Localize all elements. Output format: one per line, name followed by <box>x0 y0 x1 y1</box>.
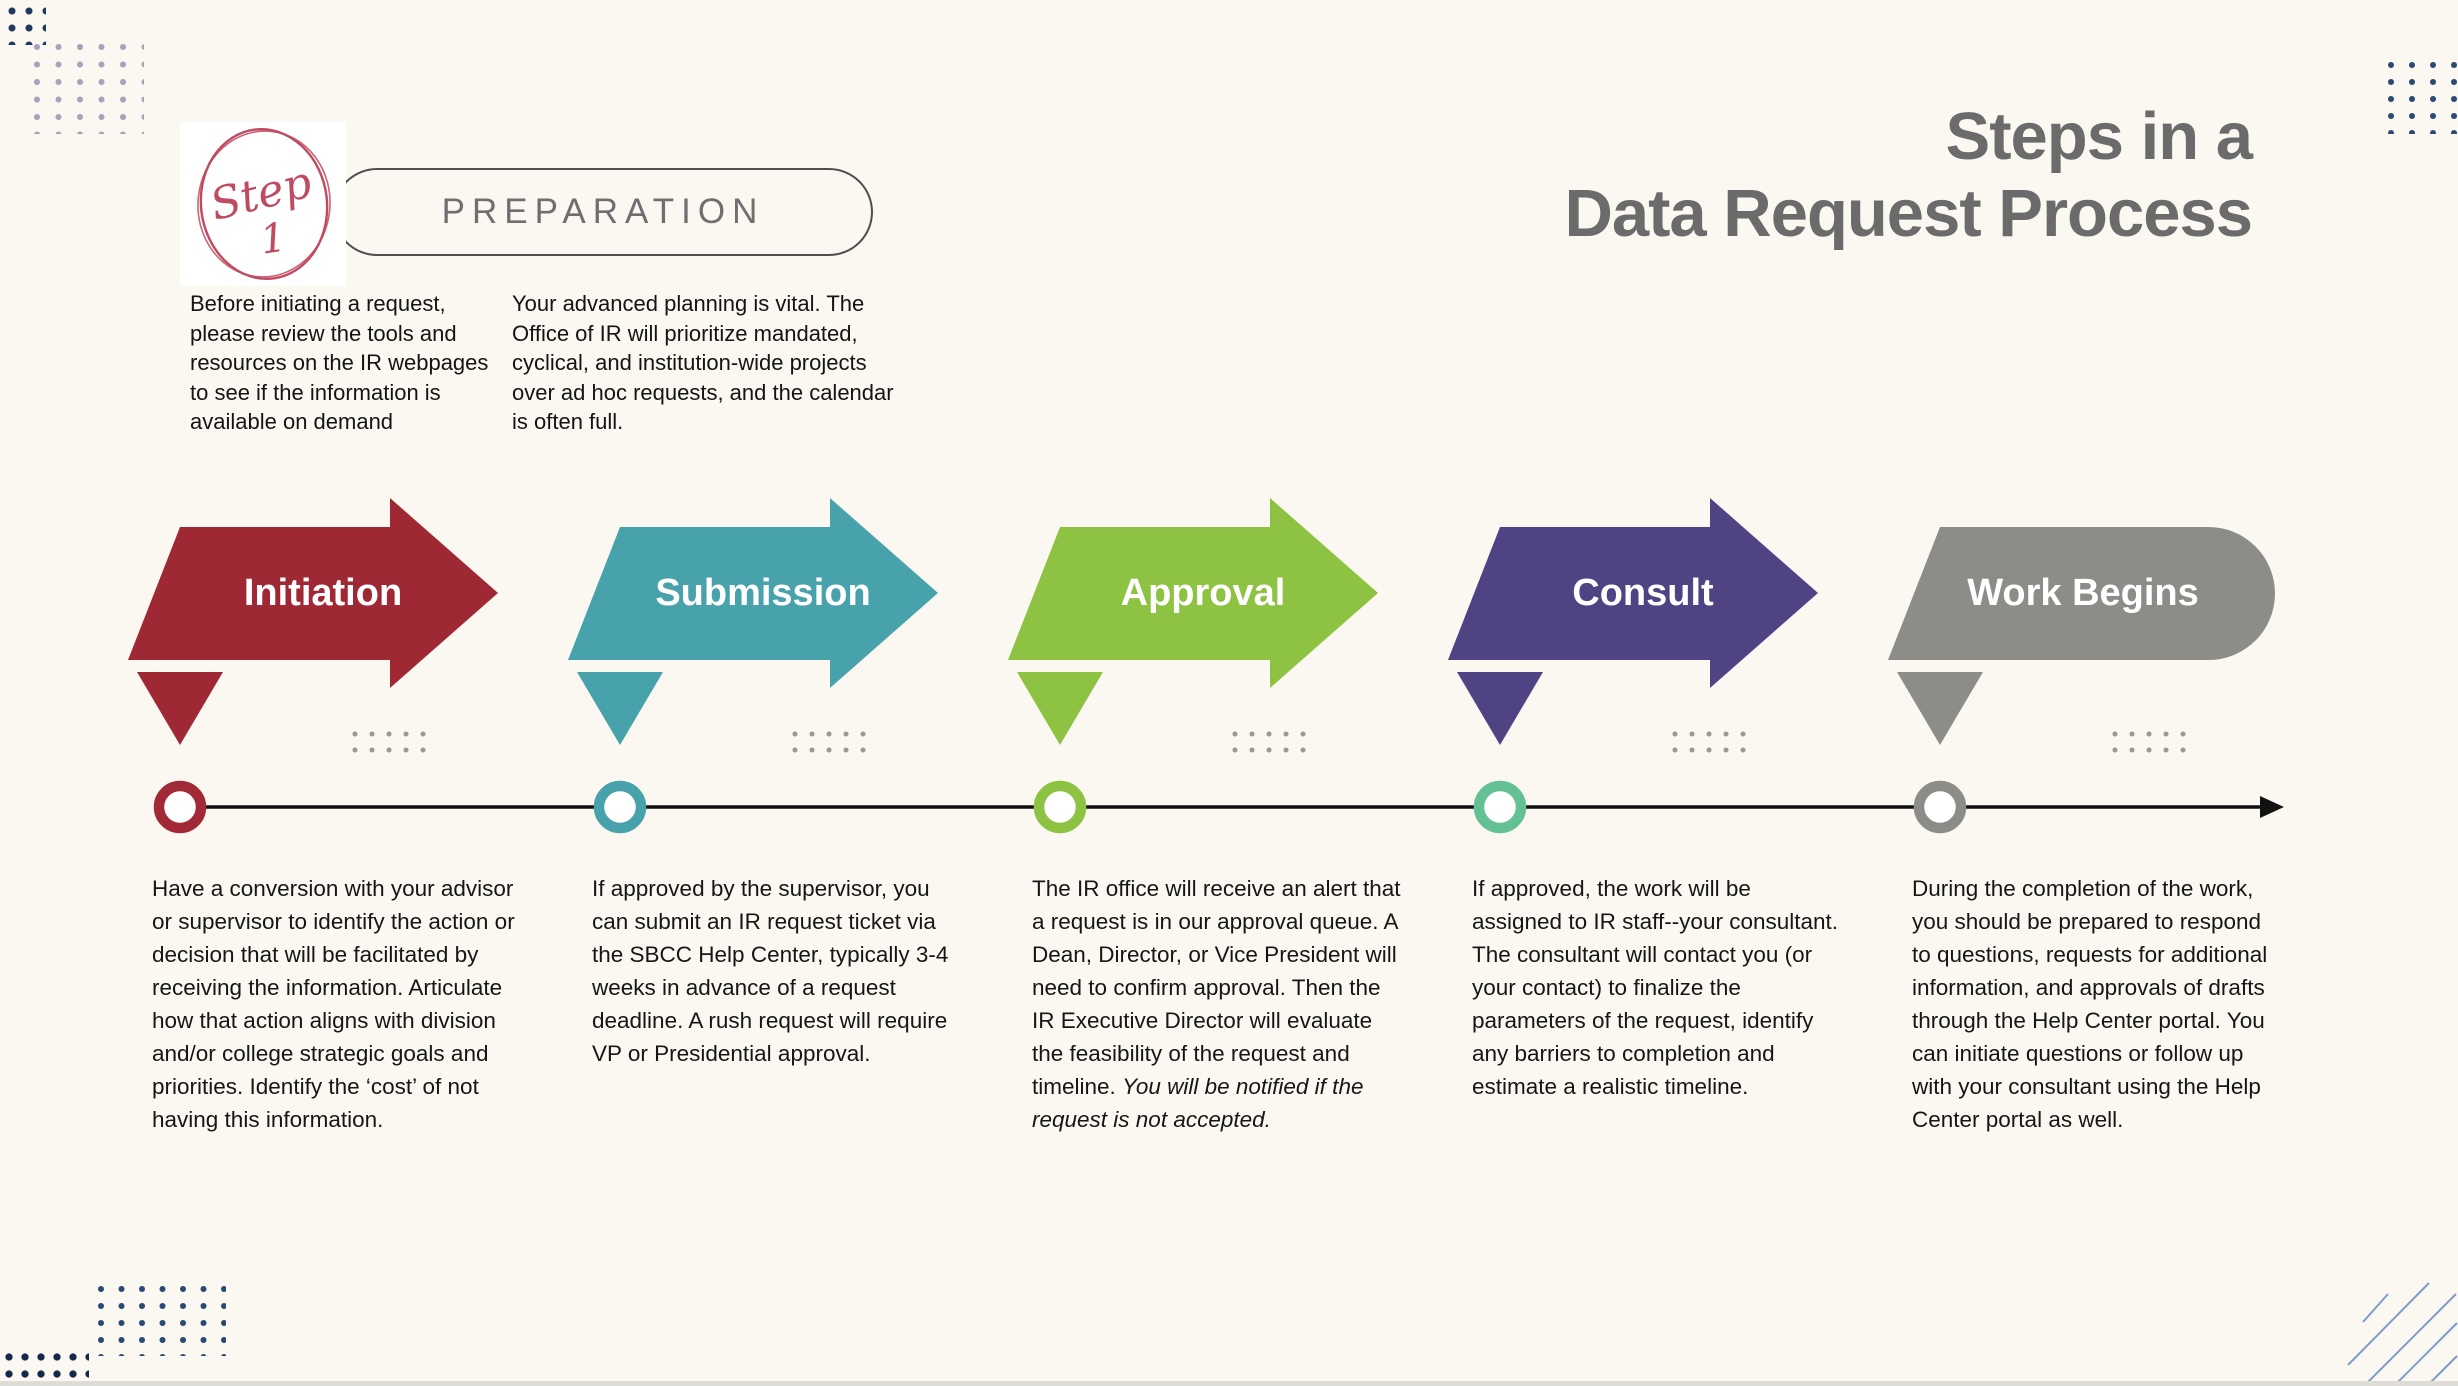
dot-grid-bottom-left-corner <box>5 1353 89 1386</box>
timeline-pointer-triangle <box>1457 672 1543 745</box>
timeline-arrowhead <box>2260 796 2284 818</box>
step-description-work-begins: During the completion of the work, you s… <box>1912 876 2268 1132</box>
step-number: 1 <box>258 215 290 264</box>
dot-grid-top-left-lavender <box>34 44 144 134</box>
arrow-label-consult: Consult <box>1572 572 1714 614</box>
process-arrow-submission <box>568 498 938 745</box>
process-arrow-consult <box>1448 498 1818 745</box>
timeline-ring-submission <box>593 780 647 834</box>
arrow-shape <box>1448 498 1818 688</box>
dot-cluster-5 <box>2112 731 2192 763</box>
arrow-label-approval: Approval <box>1120 572 1286 614</box>
dot-grid-top-left-corner <box>8 7 46 45</box>
arrow-shape <box>568 498 938 688</box>
dot-grid-top-right <box>2388 62 2458 134</box>
page-title: Steps in a Data Request Process <box>1564 98 2253 252</box>
timeline-ring-consult <box>1473 780 1527 834</box>
timeline-pointer-triangle <box>1017 672 1103 745</box>
page-title-line2: Data Request Process <box>1564 176 2253 251</box>
preparation-label: PREPARATION <box>441 192 765 231</box>
step-description-submission: If approved by the supervisor, you can s… <box>592 876 949 1066</box>
timeline <box>153 780 2284 834</box>
timeline-pointer-triangle <box>137 672 223 745</box>
step-one-badge: Step 1 <box>180 122 346 286</box>
timeline-ring-approval <box>1033 780 1087 834</box>
step-one-sketch-circle: Step 1 <box>197 127 331 281</box>
arrow-shape <box>1008 498 1378 688</box>
timeline-ring-work-begins <box>1913 780 1967 834</box>
bottom-edge-line <box>0 1381 2458 1386</box>
intro-paragraph-left: Before initiating a request, please revi… <box>190 291 489 434</box>
arrow-label-initiation: Initiation <box>243 572 403 614</box>
step-description-approval-italic: You will be notified if the request is n… <box>1032 1074 1364 1132</box>
page-title-line1: Steps in a <box>1945 99 2253 174</box>
arrow-shape <box>128 498 498 688</box>
diagonal-lines-decoration <box>2347 1282 2458 1384</box>
dot-cluster-1 <box>352 731 432 763</box>
process-arrow-approval <box>1008 498 1378 745</box>
step-description-approval: The IR office will receive an alert that… <box>1032 872 1404 1136</box>
step-description-approval-text: The IR office will receive an alert that… <box>1032 876 1401 1099</box>
arrow-label-submission: Submission <box>655 572 871 614</box>
dot-cluster-4 <box>1672 731 1752 763</box>
timeline-ring-initiation <box>153 780 207 834</box>
dot-cluster-3 <box>1232 731 1312 763</box>
preparation-pill: PREPARATION <box>333 168 873 256</box>
arrow-shape-rounded <box>1888 527 2275 660</box>
intro-paragraph-right: Your advanced planning is vital. The Off… <box>512 291 894 434</box>
process-arrow-initiation <box>128 498 498 745</box>
dot-grid-bottom-left <box>98 1286 226 1356</box>
process-arrow-work-begins <box>1888 527 2275 745</box>
step-description-initiation: Have a conversion with your advisor or s… <box>152 876 515 1132</box>
timeline-pointer-triangle <box>577 672 663 745</box>
step-description-consult: If approved, the work will be assigned t… <box>1472 876 1839 1099</box>
dot-cluster-2 <box>792 731 872 763</box>
timeline-pointer-triangle <box>1897 672 1983 745</box>
arrow-label-work-begins: Work Begins <box>1967 572 2199 614</box>
